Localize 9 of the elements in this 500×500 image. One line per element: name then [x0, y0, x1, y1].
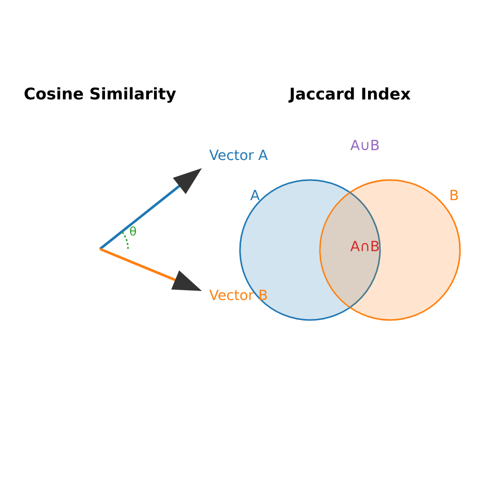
intersection-label: A∩B — [350, 240, 379, 252]
set-label: A — [250, 190, 260, 200]
angle-label: θ — [130, 226, 136, 236]
vector-label: Vector B — [209, 290, 267, 300]
panel-title: Cosine Similarity — [24, 87, 176, 103]
set-label: B — [450, 190, 458, 200]
panel-title: Jaccard Index — [288, 87, 410, 103]
vector-label: Vector A — [209, 150, 268, 160]
union-label: A∪B — [350, 140, 379, 150]
